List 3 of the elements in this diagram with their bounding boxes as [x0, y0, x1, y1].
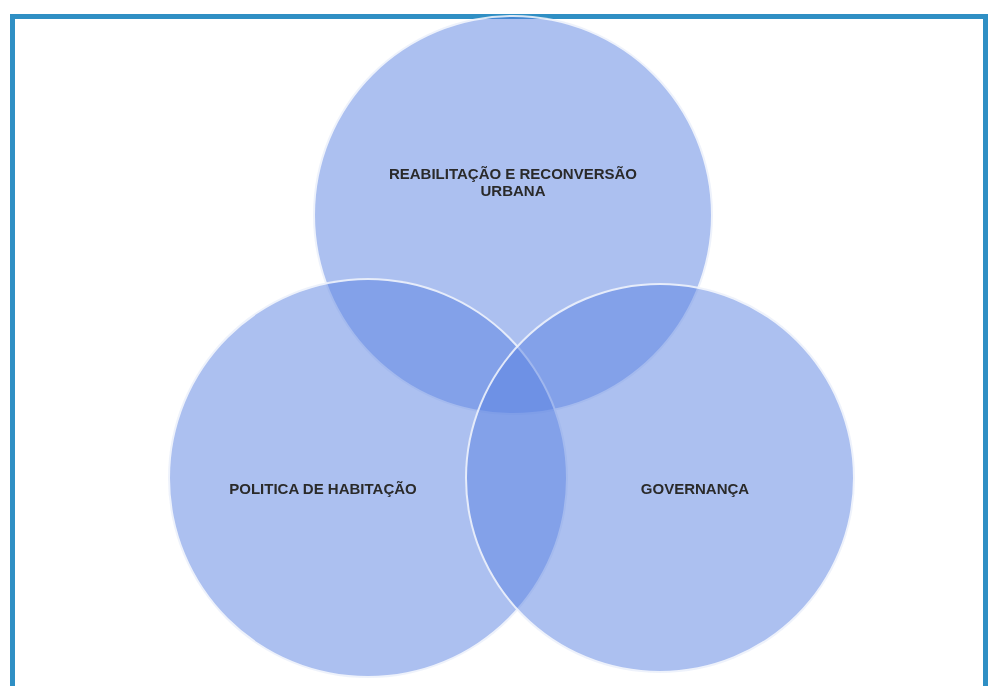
circle-label: POLITICA DE HABITAÇÃO — [228, 480, 418, 497]
circle-label: GOVERNANÇA — [639, 480, 751, 497]
circle-label: REABILITAÇÃO E RECONVERSÃO URBANA — [387, 165, 639, 199]
